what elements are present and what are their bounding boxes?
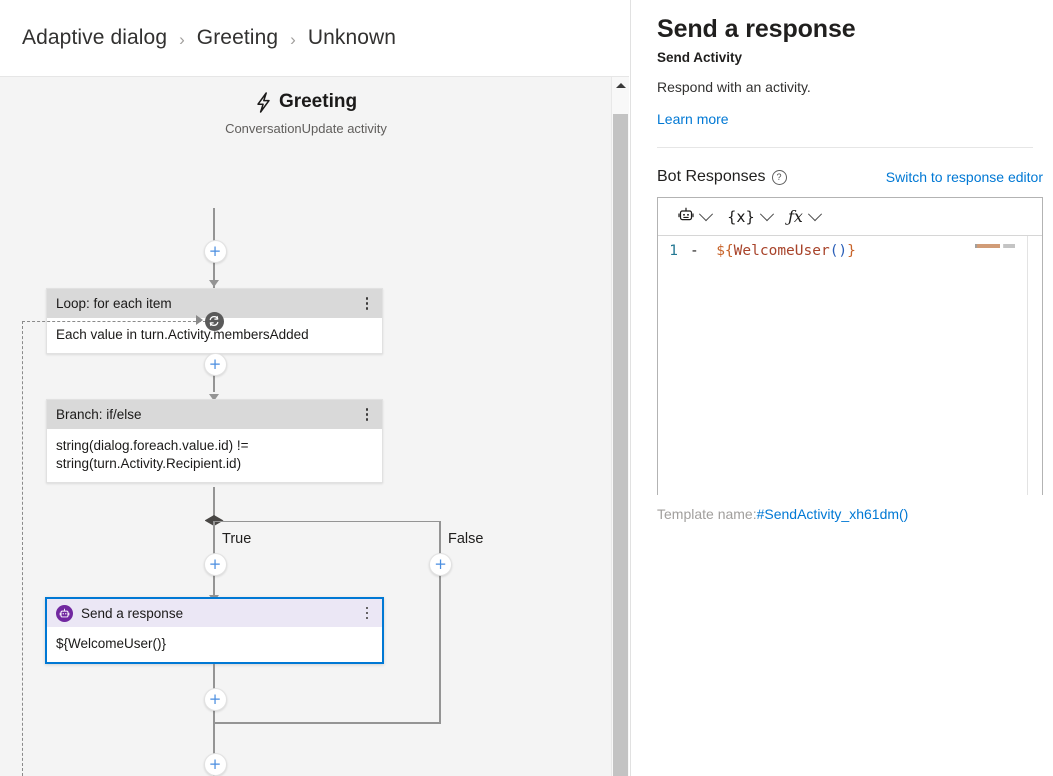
bot-icon [678, 207, 694, 227]
learn-more-link[interactable]: Learn more [657, 111, 729, 127]
edge-merge-down [213, 722, 215, 776]
node-body: string(dialog.foreach.value.id) != strin… [56, 438, 249, 472]
breadcrumb-item-unknown[interactable]: Unknown [307, 26, 397, 49]
more-options-icon[interactable] [358, 404, 376, 426]
switch-to-response-editor-link[interactable]: Switch to response editor [885, 169, 1043, 185]
code-token-open: ${ [716, 243, 734, 259]
bot-responses-header-row: Bot Responses ? Switch to response edito… [657, 168, 1049, 186]
chevron-down-icon[interactable] [698, 206, 714, 221]
page-title: Send a response [657, 15, 856, 43]
node-send-a-response[interactable]: Send a response ${WelcomeUser()} [45, 597, 384, 665]
bot-responses-section: Bot Responses ? Switch to response edito… [631, 168, 1053, 522]
node-title: Send a response [81, 605, 184, 621]
lightning-bolt-icon [255, 91, 272, 113]
scrollbar-thumb[interactable] [613, 114, 628, 776]
breadcrumb-item-adaptive-dialog[interactable]: Adaptive dialog [22, 26, 168, 49]
panel-subtitle: Send Activity [657, 50, 743, 65]
code-token-close: } [847, 243, 856, 259]
edge-false-branch [439, 520, 441, 724]
template-name-value[interactable]: #SendActivity_xh61dm() [756, 506, 909, 522]
template-name-row: Template name:#SendActivity_xh61dm() [657, 506, 1049, 522]
flow-canvas[interactable]: Greeting ConversationUpdate activity + L… [0, 77, 629, 776]
bot-responses-icon-button[interactable] [672, 204, 717, 230]
code-token-parens: () [829, 243, 848, 259]
add-node-button[interactable]: + [203, 240, 227, 263]
node-header: Branch: if/else [47, 400, 382, 429]
breadcrumb-item-greeting[interactable]: Greeting [196, 26, 279, 49]
panel-description: Respond with an activity. [657, 79, 811, 95]
breadcrumb-separator-icon: › [290, 29, 296, 49]
editor-minimap[interactable] [969, 242, 1021, 495]
minimap-line [975, 244, 1015, 248]
scroll-up-arrow-icon[interactable] [612, 77, 629, 94]
edge-arrowhead [209, 394, 220, 401]
node-title: Loop: for each item [56, 296, 172, 311]
help-circle-icon[interactable]: ? [771, 169, 787, 185]
properties-icon-button[interactable]: {x} [721, 205, 778, 229]
code-line-1: 1 - ${WelcomeUser()} [658, 236, 1042, 259]
lg-code-editor[interactable]: {x} ƒx 1 - ${WelcomeUser()} [657, 197, 1043, 495]
trigger-header: Greeting ConversationUpdate activity [0, 91, 612, 136]
loop-refresh-icon[interactable] [204, 311, 224, 331]
functions-icon-button[interactable]: ƒx [782, 204, 826, 229]
add-node-button[interactable]: + [203, 553, 227, 576]
edge-label-false: False [448, 531, 484, 547]
template-name-label: Template name: [657, 506, 757, 522]
add-node-button[interactable]: + [203, 688, 227, 711]
panel-divider [657, 147, 1033, 148]
node-header: Send a response [47, 599, 382, 627]
edge-label-true: True [222, 531, 252, 547]
canvas-vertical-scrollbar[interactable] [611, 77, 629, 776]
loopback-arrowhead-icon [196, 315, 203, 325]
node-body: ${WelcomeUser()} [56, 636, 167, 651]
edge-false-top [213, 520, 440, 523]
node-branch-if-else[interactable]: Branch: if/else string(dialog.foreach.va… [46, 399, 383, 484]
properties-icon: {x} [727, 207, 755, 226]
loopback-dashed-vertical [22, 320, 23, 776]
add-node-button[interactable]: + [203, 353, 227, 376]
breadcrumb: Adaptive dialog › Greeting › Unknown [0, 0, 629, 77]
more-options-icon[interactable] [358, 602, 376, 624]
add-node-button[interactable]: + [203, 753, 227, 776]
edge-arrowhead [209, 280, 220, 287]
more-options-icon[interactable] [358, 293, 376, 315]
functions-icon: ƒx [787, 207, 803, 226]
node-title: Branch: if/else [56, 407, 142, 422]
trigger-title: Greeting [278, 91, 358, 112]
flow-graph: Greeting ConversationUpdate activity + L… [0, 77, 612, 776]
edge-merge-horizontal [213, 722, 440, 724]
code-token-name: WelcomeUser [733, 243, 830, 259]
code-token-dash: - [690, 243, 699, 259]
add-node-button[interactable]: + [429, 553, 452, 576]
bot-icon [56, 604, 73, 622]
chevron-down-icon[interactable] [759, 206, 775, 221]
node-body: Each value in turn.Activity.membersAdded [56, 327, 309, 342]
chevron-down-icon[interactable] [807, 206, 822, 221]
line-number: 1 [669, 243, 678, 259]
editor-toolbar: {x} ƒx [658, 198, 1042, 236]
editor-vertical-scrollbar[interactable] [1027, 236, 1042, 495]
loopback-dashed-horizontal [22, 320, 206, 322]
properties-panel: Send a response Send Activity Respond wi… [630, 0, 1053, 776]
edge-branch-to-diamond [213, 487, 215, 521]
code-content[interactable]: - ${WelcomeUser()} [690, 243, 856, 259]
code-area[interactable]: 1 - ${WelcomeUser()} [658, 236, 1042, 495]
trigger-title-row: Greeting [255, 91, 357, 113]
breadcrumb-separator-icon: › [179, 29, 185, 49]
trigger-subtitle: ConversationUpdate activity [225, 120, 387, 136]
dialog-canvas-pane: Adaptive dialog › Greeting › Unknown [0, 0, 629, 776]
section-title: Bot Responses [657, 168, 766, 185]
properties-header: Send a response Send Activity Respond wi… [631, 0, 1053, 148]
bot-responses-title-group: Bot Responses ? [657, 168, 787, 186]
